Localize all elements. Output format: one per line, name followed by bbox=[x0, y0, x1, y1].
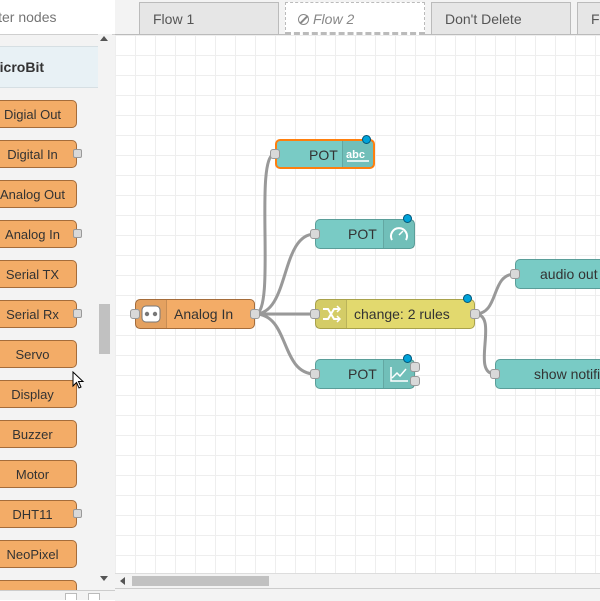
wire bbox=[474, 312, 496, 376]
palette-node-label: Analog Out bbox=[0, 187, 66, 202]
microbit-icon bbox=[136, 300, 167, 328]
text-abc-icon: abc bbox=[342, 141, 373, 167]
status-dot bbox=[403, 214, 412, 223]
tab-label: Fl bbox=[591, 11, 600, 27]
pot-text-node[interactable]: POT abc bbox=[270, 135, 375, 169]
output-port[interactable] bbox=[410, 376, 420, 386]
status-dot bbox=[403, 354, 412, 363]
palette-node-label: Digital In bbox=[7, 147, 58, 162]
disabled-icon bbox=[298, 14, 309, 25]
node-label: show notifi bbox=[534, 366, 600, 382]
input-port[interactable] bbox=[310, 229, 320, 239]
status-dot bbox=[463, 294, 472, 303]
chart-icon bbox=[383, 360, 414, 388]
input-port[interactable] bbox=[270, 149, 280, 159]
palette-node-label: Buzzer bbox=[12, 427, 53, 442]
workspace-tab-bar: Flow 1 Flow 2 Don't Delete Fl bbox=[115, 0, 600, 35]
palette-node[interactable]: DHT11 bbox=[0, 500, 82, 528]
canvas-horizontal-scrollbar[interactable] bbox=[115, 573, 600, 588]
wire bbox=[254, 152, 276, 316]
node-label: POT bbox=[348, 226, 377, 242]
palette-search-input[interactable] bbox=[0, 0, 90, 33]
tab-label: Flow 1 bbox=[153, 11, 195, 27]
palette-node-label: Digial Out bbox=[3, 107, 62, 122]
palette-node-port bbox=[73, 509, 82, 518]
palette-node[interactable]: Digial Out bbox=[0, 100, 77, 128]
tab-flow-1[interactable]: Flow 1 bbox=[139, 2, 279, 34]
status-dot bbox=[362, 135, 371, 144]
palette-node-label: Motor bbox=[15, 467, 50, 482]
change-node[interactable]: change: 2 rules bbox=[310, 294, 480, 329]
scroll-up-arrow-icon[interactable] bbox=[100, 36, 108, 41]
show-notification-node[interactable]: show notifi bbox=[490, 359, 600, 389]
scroll-down-arrow-icon[interactable] bbox=[100, 576, 108, 581]
input-port[interactable] bbox=[510, 269, 520, 279]
palette-node-label: Analog In bbox=[5, 227, 60, 242]
output-port[interactable] bbox=[410, 362, 420, 372]
palette-node-label: Servo bbox=[15, 347, 50, 362]
palette-node-label: Serial Rx bbox=[6, 307, 59, 322]
palette-search-box bbox=[0, 0, 115, 35]
palette-node[interactable]: Display bbox=[0, 380, 77, 408]
mouse-cursor-icon bbox=[72, 371, 85, 389]
node-label: Analog In bbox=[174, 306, 234, 322]
workspace-footer bbox=[115, 588, 600, 601]
palette-node-label: Display bbox=[11, 387, 54, 402]
palette-node[interactable]: Serial TX bbox=[0, 260, 77, 288]
palette-node[interactable]: Analog Out bbox=[0, 180, 77, 208]
palette-node-label: Serial TX bbox=[5, 267, 60, 282]
palette-node[interactable]: Digital In bbox=[0, 140, 82, 168]
palette-scroll-thumb[interactable] bbox=[99, 304, 110, 354]
analog-in-node[interactable]: Analog In bbox=[130, 299, 260, 329]
audio-out-node[interactable]: audio out bbox=[510, 259, 600, 289]
output-port[interactable] bbox=[250, 309, 260, 319]
node-label: audio out bbox=[540, 266, 598, 282]
tab-label: Flow 2 bbox=[313, 11, 355, 27]
tab-flow-2[interactable]: Flow 2 bbox=[285, 2, 425, 35]
output-port[interactable] bbox=[470, 309, 480, 319]
palette-node[interactable]: Buzzer bbox=[0, 420, 77, 448]
input-port[interactable] bbox=[130, 309, 140, 319]
palette-node-port bbox=[73, 309, 82, 318]
input-port[interactable] bbox=[310, 309, 320, 319]
tab-flow-partial[interactable]: Fl bbox=[577, 2, 600, 34]
palette-node[interactable]: Analog In bbox=[0, 220, 82, 248]
wires-layer bbox=[254, 152, 516, 376]
node-label: POT bbox=[348, 366, 377, 382]
tab-label: Don't Delete bbox=[445, 11, 522, 27]
tab-dont-delete[interactable]: Don't Delete bbox=[431, 2, 571, 34]
svg-text:abc: abc bbox=[346, 149, 365, 161]
pot-chart-node[interactable]: POT bbox=[310, 354, 420, 389]
palette-footer bbox=[0, 590, 115, 600]
palette-node[interactable]: Servo bbox=[0, 340, 77, 368]
palette-scrollbar[interactable] bbox=[98, 34, 112, 590]
palette-node-label: DHT11 bbox=[12, 507, 53, 522]
palette-category-header[interactable]: MicroBit bbox=[0, 46, 98, 88]
node-label: POT bbox=[309, 147, 338, 163]
pot-gauge-node[interactable]: POT bbox=[310, 214, 415, 249]
canvas-scroll-thumb[interactable] bbox=[132, 576, 269, 586]
palette-category-label: MicroBit bbox=[0, 59, 44, 75]
palette-node[interactable]: NeoPixel bbox=[0, 540, 77, 568]
wire bbox=[254, 312, 316, 376]
wire bbox=[474, 272, 516, 316]
node-label: change: 2 rules bbox=[354, 306, 450, 322]
palette-node[interactable]: Motor bbox=[0, 460, 77, 488]
palette-node-port bbox=[73, 149, 82, 158]
wire bbox=[254, 232, 316, 316]
collapse-up-button[interactable] bbox=[65, 593, 77, 600]
input-port[interactable] bbox=[490, 369, 500, 379]
palette-node-port bbox=[73, 229, 82, 238]
palette-node-label: NeoPixel bbox=[6, 547, 59, 562]
input-port[interactable] bbox=[310, 369, 320, 379]
shuffle-icon bbox=[316, 300, 347, 328]
gauge-icon bbox=[383, 220, 414, 248]
scroll-left-arrow-icon[interactable] bbox=[120, 577, 125, 585]
palette-node[interactable]: Serial Rx bbox=[0, 300, 82, 328]
collapse-down-button[interactable] bbox=[88, 593, 100, 600]
flow-canvas[interactable]: Analog In POT abc POT change: 2 rules PO… bbox=[115, 35, 600, 573]
